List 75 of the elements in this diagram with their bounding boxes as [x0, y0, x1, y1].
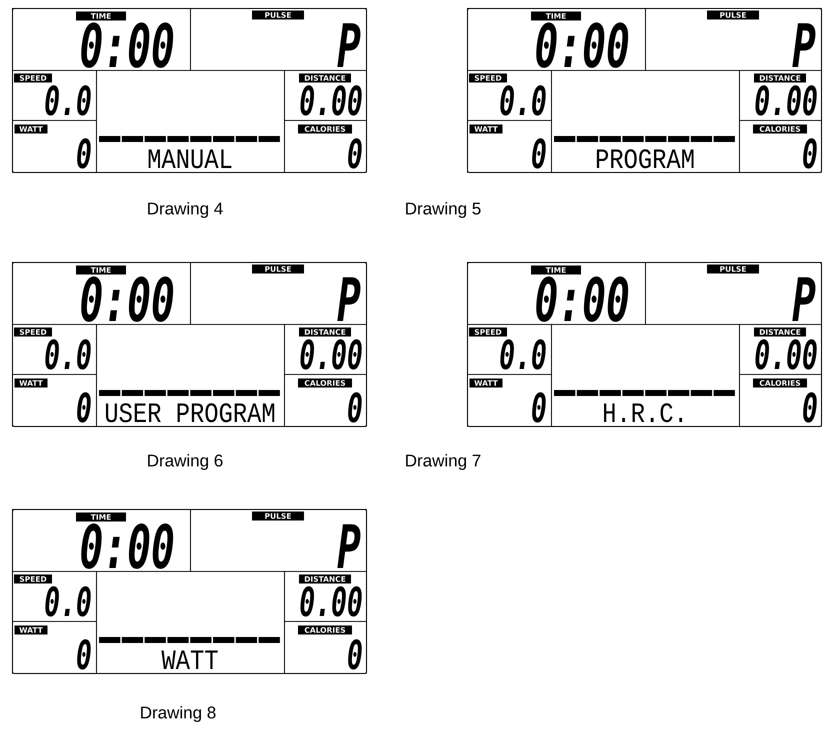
- display-cell: [284, 621, 367, 674]
- display-cell: [190, 262, 367, 325]
- digit-readout: 0: [532, 392, 546, 423]
- display-cell: [190, 509, 367, 572]
- display-cell: [467, 324, 552, 375]
- display-cell: [467, 70, 552, 121]
- display-cell: [551, 324, 740, 427]
- node-label: Drawing 8: [141, 706, 216, 722]
- display-cell: [12, 262, 191, 325]
- display-cell: [739, 120, 822, 173]
- digit-readout: 0: [348, 138, 362, 169]
- display-cell: [12, 374, 97, 427]
- digit-readout: 0:00: [81, 22, 174, 68]
- digit-readout: 0.0: [45, 586, 91, 617]
- node-label: Drawing 4: [148, 202, 223, 218]
- digit-readout: 0: [348, 639, 362, 670]
- digit-readout: 0.00: [300, 85, 362, 116]
- digit-readout: 0.0: [500, 85, 546, 116]
- digit-readout: 0: [348, 392, 362, 423]
- digit-readout: 0: [803, 392, 817, 423]
- display-cell: [645, 262, 822, 325]
- digit-readout: 0:00: [81, 523, 174, 569]
- display-cell: [739, 70, 822, 121]
- display-cell: [467, 120, 552, 173]
- digit-readout: 0.0: [45, 85, 91, 116]
- digit-readout: 0: [77, 138, 91, 169]
- mode-text: USER PROGRAM: [106, 403, 274, 422]
- node-label: Drawing 7: [406, 454, 480, 470]
- display-cell: [12, 621, 97, 674]
- digit-readout: 0.0: [45, 339, 91, 370]
- display-cell: [467, 374, 552, 427]
- digit-readout: 0.00: [755, 85, 817, 116]
- display-cell: [284, 120, 367, 173]
- digit-readout: 0: [803, 138, 817, 169]
- display-cell: [284, 70, 367, 121]
- display-cell: [96, 324, 285, 427]
- digit-readout: 0: [77, 639, 91, 670]
- digit-readout: 0:00: [536, 22, 628, 68]
- digit-readout: P: [792, 23, 816, 67]
- display-cell: [284, 374, 367, 427]
- display-cell: [12, 324, 97, 375]
- digit-readout: 0.00: [300, 339, 362, 370]
- mode-text: WATT: [161, 650, 218, 669]
- display-cell: [12, 70, 97, 121]
- display-cell: [12, 8, 191, 71]
- node-label: Drawing 5: [406, 202, 481, 218]
- display-cell: [190, 8, 367, 71]
- mode-text: PROGRAM: [596, 149, 694, 168]
- display-cell: [96, 70, 285, 173]
- digit-readout: P: [792, 277, 816, 321]
- digit-readout: 0.00: [755, 339, 817, 370]
- mode-text: MANUAL: [148, 150, 232, 168]
- display-cell: [96, 571, 285, 674]
- display-cell: [12, 120, 97, 173]
- digit-readout: 0: [532, 138, 546, 169]
- mode-text: H.R.C.: [604, 403, 682, 422]
- digit-readout: 0:00: [536, 276, 628, 322]
- display-cell: [284, 571, 367, 622]
- display-cell: [12, 509, 191, 572]
- display-cell: [467, 262, 646, 325]
- digit-readout: P: [337, 277, 360, 321]
- digit-readout: 0: [77, 392, 91, 423]
- digit-readout: 0.00: [300, 586, 362, 617]
- display-cell: [467, 8, 646, 71]
- display-cell: [12, 571, 97, 622]
- node-label: Drawing 6: [148, 454, 222, 470]
- digit-readout: 0.0: [500, 339, 546, 370]
- display-cell: [551, 70, 740, 173]
- display-cell: [284, 324, 367, 375]
- digit-readout: 0:00: [81, 276, 174, 322]
- display-cell: [739, 374, 822, 427]
- display-cell: [645, 8, 822, 71]
- digit-readout: P: [337, 23, 360, 67]
- display-cell: [739, 324, 822, 375]
- digit-readout: P: [337, 524, 360, 568]
